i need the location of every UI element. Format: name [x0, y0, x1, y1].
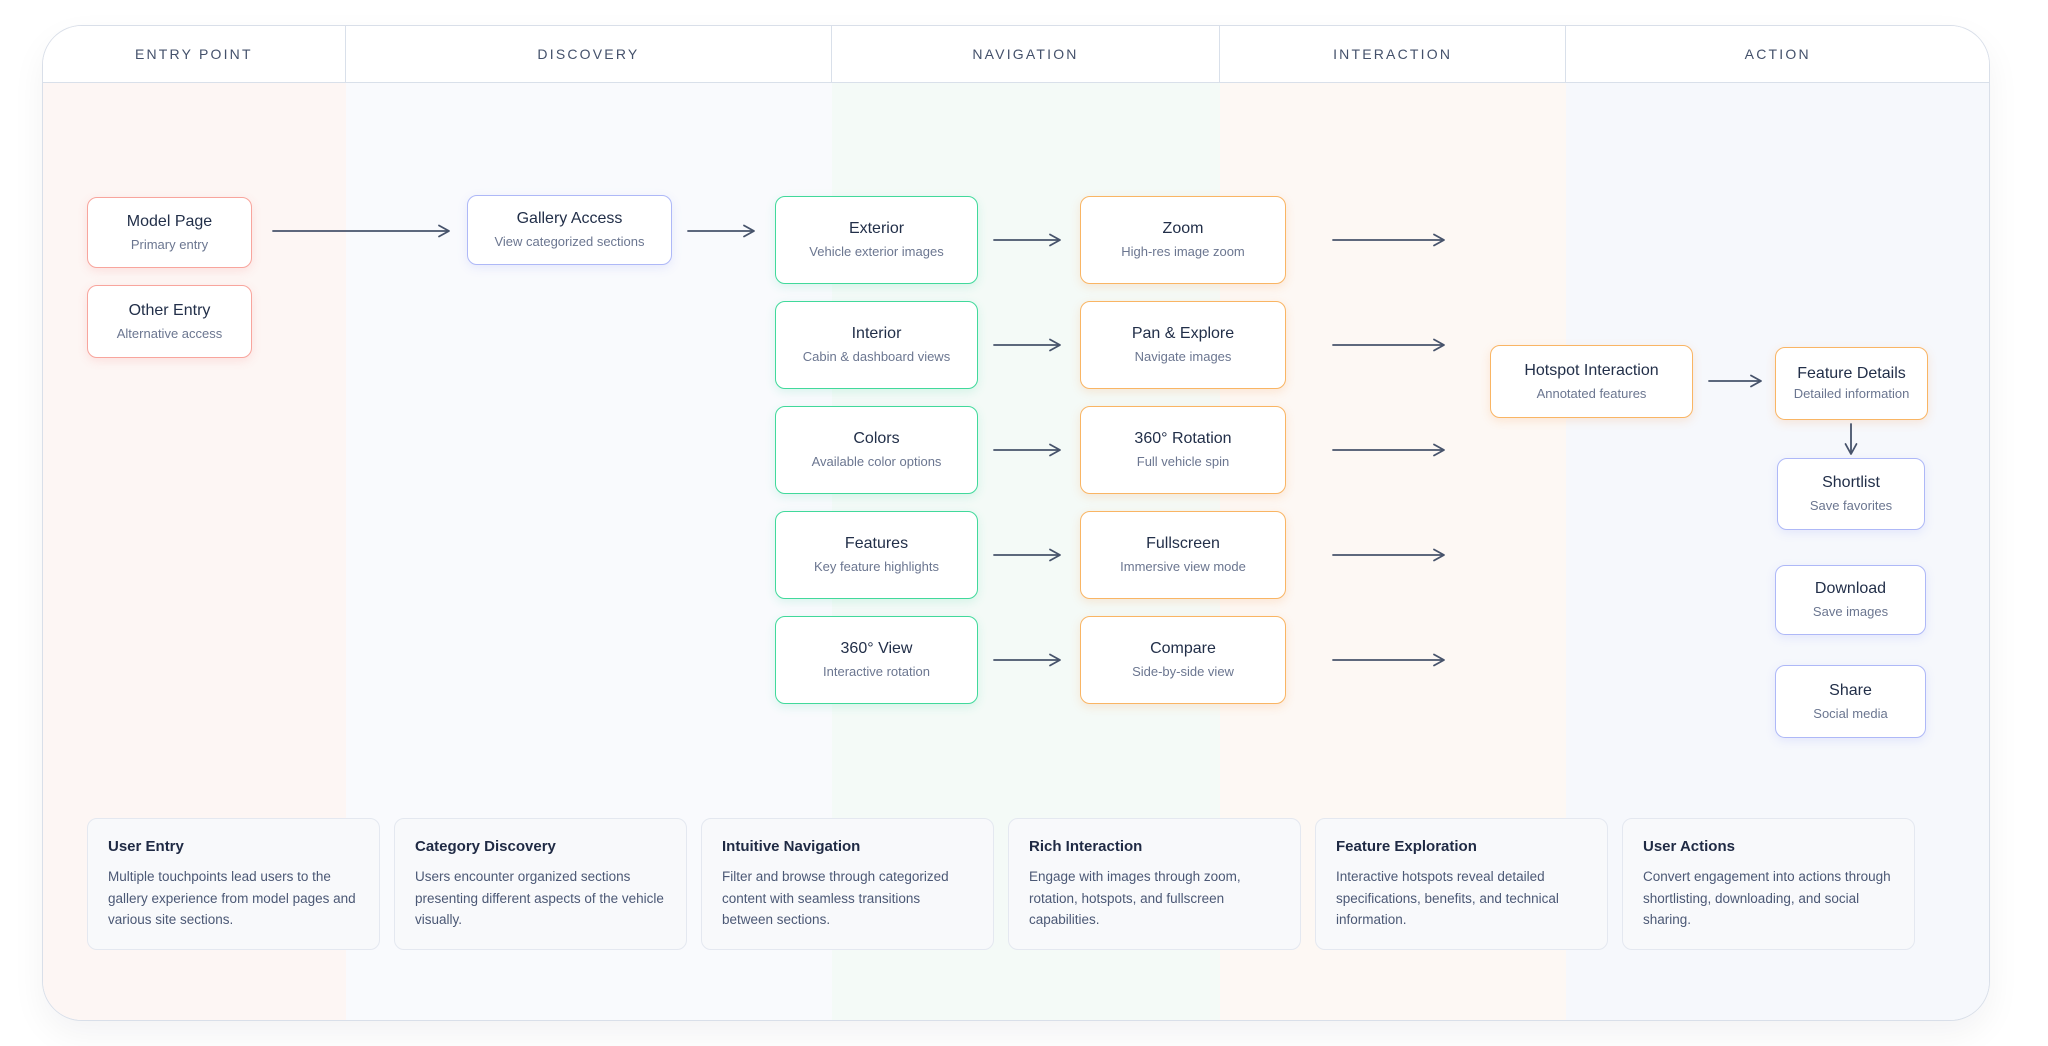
node-subtitle: Side-by-side view — [1132, 664, 1234, 680]
flow-node-compare: Compare Side-by-side view — [1080, 616, 1286, 704]
node-subtitle: Primary entry — [130, 236, 209, 252]
legend-card-description: Engage with images through zoom, rotatio… — [1029, 869, 1241, 928]
flow-node-features: Features Key feature highlights — [775, 511, 978, 599]
flow-node-exterior: Exterior Vehicle exterior images — [775, 196, 978, 284]
phase-header-navigation: NAVIGATION — [832, 26, 1220, 83]
arrow-right-icon — [1332, 233, 1445, 247]
arrow-right-icon — [687, 224, 755, 238]
node-subtitle: Detailed information — [1793, 386, 1910, 402]
node-title: Share — [1829, 681, 1872, 699]
phase-header-entry-point: ENTRY POINT — [43, 26, 346, 83]
node-subtitle: Available color options — [811, 454, 942, 470]
legend-card-user-actions: User Actions Convert engagement into act… — [1622, 818, 1915, 950]
node-subtitle: Interactive rotation — [823, 664, 930, 680]
node-title: Fullscreen — [1146, 535, 1220, 553]
node-subtitle: Save favorites — [1809, 498, 1893, 514]
arrow-right-icon — [993, 548, 1061, 562]
node-subtitle: High-res image zoom — [1121, 244, 1245, 260]
flow-node-hotspot-interaction: Hotspot Interaction Annotated features — [1490, 345, 1693, 418]
node-title: Gallery Access — [516, 210, 623, 228]
node-title: Features — [844, 535, 909, 553]
legend-card-category-discovery: Category Discovery Users encounter organ… — [394, 818, 687, 950]
flow-node-other-entry: Other Entry Alternative access — [87, 285, 252, 358]
node-subtitle: Navigate images — [1134, 349, 1232, 365]
legend-card-intuitive-navigation: Intuitive Navigation Filter and browse t… — [701, 818, 994, 950]
node-title: Interior — [851, 325, 902, 343]
arrow-right-icon — [993, 443, 1061, 457]
node-subtitle: Immersive view mode — [1120, 559, 1246, 575]
phase-header-interaction: INTERACTION — [1219, 26, 1567, 83]
flow-node-360-rotation: 360° Rotation Full vehicle spin — [1080, 406, 1286, 494]
node-title: Download — [1814, 580, 1887, 598]
node-subtitle: Social media — [1813, 705, 1888, 721]
node-title: Colors — [853, 430, 900, 448]
node-subtitle: Cabin & dashboard views — [802, 349, 951, 365]
arrow-right-icon — [993, 233, 1061, 247]
legend-card-description: Multiple touchpoints lead users to the g… — [108, 869, 356, 928]
node-subtitle: Save images — [1812, 604, 1889, 620]
node-subtitle: Vehicle exterior images — [809, 244, 944, 260]
flow-node-model-page: Model Page Primary entry — [87, 197, 252, 268]
node-subtitle: Full vehicle spin — [1136, 454, 1230, 470]
arrow-right-icon — [993, 338, 1061, 352]
legend-card-title: User Entry — [108, 838, 184, 855]
arrow-right-icon — [1708, 374, 1762, 388]
node-subtitle: Key feature highlights — [813, 559, 940, 575]
flow-node-interior: Interior Cabin & dashboard views — [775, 301, 978, 389]
legend-card-description: Filter and browse through categorized co… — [722, 869, 949, 928]
legend-card-description: Convert engagement into actions through … — [1643, 869, 1891, 928]
node-title: Compare — [1150, 640, 1216, 658]
node-title: Hotspot Interaction — [1524, 361, 1659, 379]
node-title: 360° View — [840, 640, 913, 658]
node-title: Feature Details — [1797, 365, 1906, 383]
legend-card-title: Category Discovery — [415, 838, 556, 855]
legend-card-feature-exploration: Feature Exploration Interactive hotspots… — [1315, 818, 1608, 950]
arrow-right-icon — [272, 224, 450, 238]
node-title: Other Entry — [128, 301, 211, 319]
legend-card-title: Intuitive Navigation — [722, 838, 861, 855]
node-subtitle: Alternative access — [116, 325, 223, 341]
flow-node-share: Share Social media — [1775, 665, 1926, 738]
legend-card-title: User Actions — [1643, 838, 1735, 855]
flow-node-feature-details: Feature Details Detailed information — [1775, 347, 1928, 420]
flow-node-pan-explore: Pan & Explore Navigate images — [1080, 301, 1286, 389]
node-subtitle: View categorized sections — [494, 234, 645, 250]
phase-header: ENTRY POINT DISCOVERY NAVIGATION INTERAC… — [43, 26, 1989, 83]
node-title: Shortlist — [1822, 474, 1880, 492]
flow-node-360-view: 360° View Interactive rotation — [775, 616, 978, 704]
arrow-right-icon — [1332, 548, 1445, 562]
flow-node-zoom: Zoom High-res image zoom — [1080, 196, 1286, 284]
legend-card-user-entry: User Entry Multiple touchpoints lead use… — [87, 818, 380, 950]
node-title: Zoom — [1162, 220, 1204, 238]
flow-node-fullscreen: Fullscreen Immersive view mode — [1080, 511, 1286, 599]
legend-card-title: Feature Exploration — [1336, 838, 1477, 855]
flow-node-download: Download Save images — [1775, 565, 1926, 635]
legend-card-description: Interactive hotspots reveal detailed spe… — [1336, 869, 1559, 928]
flow-node-gallery-access: Gallery Access View categorized sections — [467, 195, 672, 265]
arrow-right-icon — [993, 653, 1061, 667]
node-title: Exterior — [848, 220, 905, 238]
node-title: 360° Rotation — [1134, 430, 1232, 448]
legend-card-description: Users encounter organized sections prese… — [415, 869, 664, 928]
node-subtitle: Annotated features — [1536, 385, 1647, 401]
node-title: Model Page — [126, 212, 213, 230]
phase-header-action: ACTION — [1566, 26, 1989, 83]
arrow-right-icon — [1332, 338, 1445, 352]
flow-node-shortlist: Shortlist Save favorites — [1777, 458, 1925, 530]
arrow-down-icon — [1844, 423, 1858, 455]
flow-node-colors: Colors Available color options — [775, 406, 978, 494]
node-title: Pan & Explore — [1131, 325, 1235, 343]
phase-header-discovery: DISCOVERY — [345, 26, 833, 83]
arrow-right-icon — [1332, 443, 1445, 457]
legend-card-title: Rich Interaction — [1029, 838, 1143, 855]
arrow-right-icon — [1332, 653, 1445, 667]
legend-card-rich-interaction: Rich Interaction Engage with images thro… — [1008, 818, 1301, 950]
